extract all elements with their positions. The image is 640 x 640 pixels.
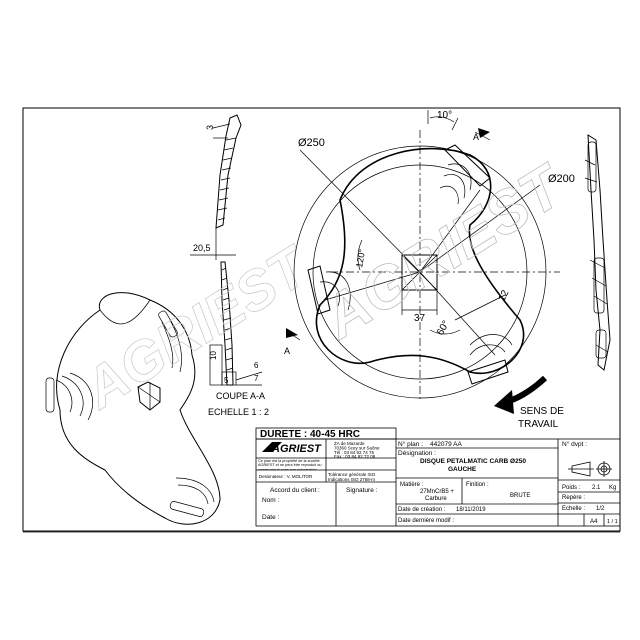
dim-outer-diameter: Ø250 (298, 137, 325, 149)
section-marker-top: A (473, 132, 479, 142)
dim-width-37: 37 (414, 313, 426, 324)
weight-unit: Kg (609, 485, 616, 491)
dvpt-label: N° dvpt : (562, 440, 587, 448)
section-marker-bottom: A (284, 346, 290, 356)
plan-number: 442079 AA (430, 441, 462, 448)
designation-line2: GAUCHE (448, 466, 477, 473)
finish-label: Finition : (466, 482, 489, 488)
company-tel: Tél : 03 84 92 74 76 (334, 450, 375, 455)
work-direction: SENS DE TRAVAIL (494, 375, 564, 430)
repere-label: Repère : (562, 495, 585, 501)
watermark-left: AGRIEST (71, 232, 321, 421)
company-logo: AGRIEST (262, 442, 322, 455)
property-notice: Ce plan est la propriété de la société A… (258, 459, 322, 470)
sheet-format: A4 (590, 519, 598, 525)
creation-label: Date de création : (398, 507, 446, 513)
dim-thickness: 3 (205, 125, 215, 130)
hardness-label: DURETE : 40-45 HRC (260, 429, 360, 440)
designer: Dessinateur : V. MOLITOR (259, 474, 313, 479)
sheet-number: 1 / 1 (607, 519, 618, 525)
client-approval: Accord du client : (270, 487, 320, 494)
signature-label: Signature : (346, 487, 378, 494)
side-profile-view (584, 134, 611, 371)
general-tolerance-2: Indications ISO 2768-m (328, 477, 375, 482)
weight-label: Poids : (562, 485, 581, 491)
section-detail: 10 5 6 7 COUPE A-A ECHELLE 1 : 2 (208, 261, 269, 417)
company-city: 70360 Scey sur Saône (334, 446, 380, 451)
section-scale: ECHELLE 1 : 2 (208, 407, 269, 417)
scale-label: Echelle : (562, 506, 585, 512)
dim-detail-10: 10 (209, 351, 218, 360)
section-view-a-a: 3 20,5 (190, 114, 242, 260)
disc-isometric-view (45, 292, 221, 525)
drawing-frame (22, 107, 621, 532)
section-title: COUPE A-A (216, 391, 265, 401)
name-label: Nom : (262, 497, 280, 504)
material-line1: 27MnCrB5 + (420, 489, 454, 495)
modif-label: Date dernière modif : (398, 518, 454, 524)
dim-height: 20,5 (193, 243, 211, 253)
dim-detail-5: 5 (224, 376, 229, 385)
insert-plan-top (439, 144, 491, 205)
scale-value: 1/2 (596, 506, 605, 512)
title-block: DURETE : 40-45 HRC AGRIEST ZA de Mazarde… (255, 427, 621, 527)
dim-12: 12 (497, 288, 512, 303)
dim-inner-diameter: Ø200 (548, 173, 575, 185)
material-label: Matière : (400, 482, 424, 488)
dim-angle-center: 120° (354, 248, 367, 268)
company-address: ZA de Mazarde (334, 441, 365, 446)
dim-detail-6: 6 (254, 361, 259, 370)
plan-number-label: N° plan : (398, 440, 423, 448)
insert-bottom (169, 477, 215, 517)
insert-top (158, 310, 182, 373)
company-fax: Fax : 03 84 92 72 08 (334, 454, 376, 459)
designation-line1: DISQUE PETALMATIC CARB Ø250 (420, 458, 526, 465)
insert-plan-bottom (467, 334, 513, 385)
date-label: Date : (262, 514, 280, 521)
dim-angle-top: 10° (437, 110, 452, 121)
direction-arrow-icon (494, 390, 514, 414)
dim-detail-7: 7 (254, 374, 259, 383)
finish-value: BRUTE (510, 493, 530, 499)
material-line2: Carbure (425, 496, 447, 502)
dim-angle-bottom: 60° (435, 319, 452, 338)
logo-text: AGRIEST (271, 443, 322, 455)
direction-line1: SENS DE (520, 406, 564, 417)
projection-symbol-icon (568, 461, 612, 477)
general-tolerance: Tolérance générale ISO (328, 472, 376, 477)
creation-date: 18/11/2019 (456, 507, 486, 513)
insert-left (45, 372, 94, 421)
direction-line2: TRAVAIL (518, 419, 559, 430)
weight-value: 2.1 (592, 485, 601, 491)
insert-plan-left (307, 265, 351, 315)
designation-label: Désignation : (398, 450, 436, 457)
